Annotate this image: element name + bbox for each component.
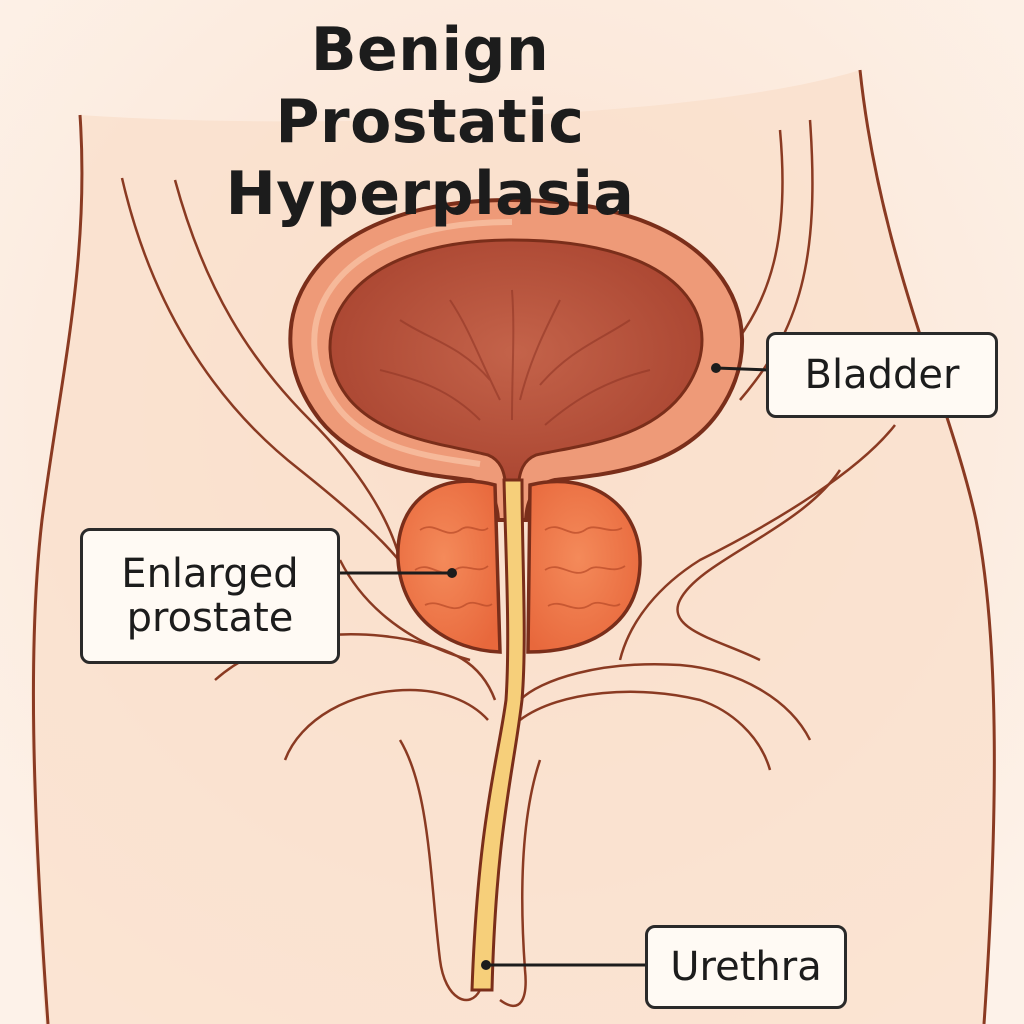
scrotum-outline: [398, 739, 542, 1007]
bladder-label-text: Bladder: [804, 352, 960, 398]
pelvic-line-left-outer: [120, 177, 412, 576]
torso-outline-left: [31, 114, 84, 1024]
bladder-inner-wall: [311, 219, 513, 467]
urethra-label-text: Urethra: [670, 944, 822, 990]
pelvic-line-right-outer: [739, 119, 814, 401]
urethra: [470, 478, 526, 992]
prostate-lobe-right: [526, 479, 642, 654]
prostate-label-line-2: prostate: [126, 595, 294, 641]
thigh-line-right: [519, 690, 772, 771]
prostate-texture: [414, 526, 626, 610]
pelvic-line-right-inner: [729, 129, 784, 351]
urethra-label: Urethra: [645, 925, 847, 1009]
bladder-texture: [379, 289, 651, 426]
title-line-1: Benign Prostatic: [275, 15, 585, 157]
bladder-label: Bladder: [766, 332, 998, 418]
thigh-line-left: [283, 688, 489, 761]
enlarged-prostate: [396, 479, 642, 654]
prostate-label-line-1: Enlarged: [121, 551, 299, 597]
title-line-2: Hyperplasia: [225, 159, 635, 229]
prostate-lobe-left: [396, 479, 502, 654]
torso-outline-right: [858, 69, 996, 1024]
bladder-leader-dot: [711, 363, 721, 373]
pelvic-line-left-inner: [173, 179, 402, 561]
enlarged-prostate-label: Enlarged prostate: [80, 528, 340, 664]
pelvic-line-right-hip: [676, 469, 842, 662]
bladder-leader-line: [715, 366, 769, 372]
urethra-leader-dot: [481, 960, 491, 970]
groin-line-right: [519, 663, 812, 741]
pelvic-line-right-long: [618, 424, 896, 661]
prostate-leader-dot: [447, 568, 457, 578]
diagram-title: Benign Prostatic Hyperplasia: [150, 14, 710, 230]
